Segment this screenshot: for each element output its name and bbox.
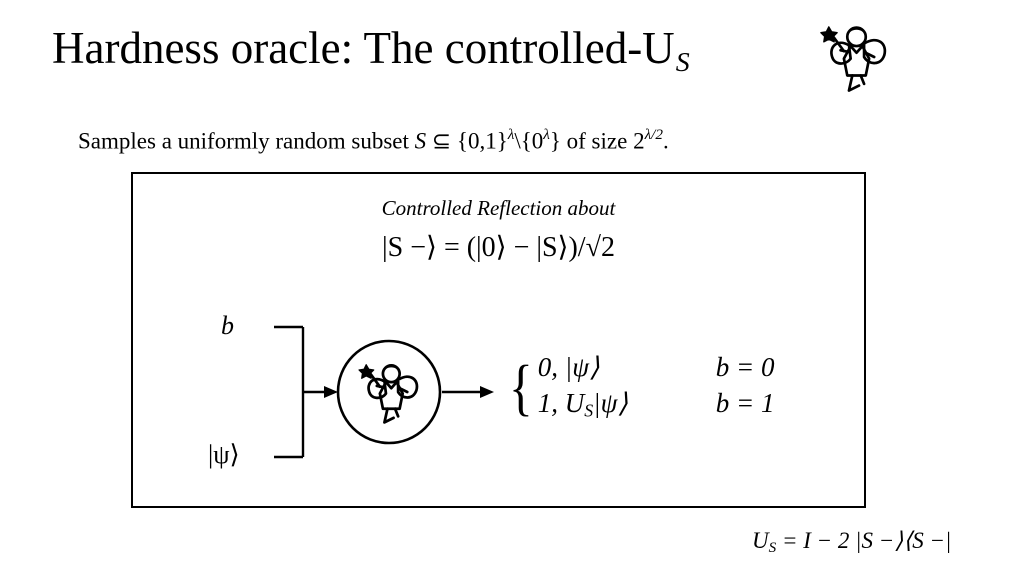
- footer-formula-rest: = I − 2 |S −⟩⟨S −|: [776, 528, 952, 553]
- subtitle-line: Samples a uniformly random subset S ⊆ {0…: [78, 126, 669, 154]
- subtitle-sup-lambda-half: λ/2: [644, 126, 663, 143]
- case-value-prefix: 1, U: [537, 388, 585, 418]
- box-formula: |S −⟩ = (|0⟩ − |S⟩)/√2: [382, 232, 615, 263]
- output-cases: { 0, |ψ⟩ b = 0 1, US|ψ⟩ b = 1: [506, 352, 775, 424]
- page-title-text: Hardness oracle: The controlled-U: [52, 23, 675, 73]
- subtitle-text-5: .: [662, 128, 669, 154]
- case-condition-rest: = 0: [729, 352, 775, 382]
- fairy-icon: [358, 364, 419, 424]
- cases-rows: 0, |ψ⟩ b = 0 1, US|ψ⟩ b = 1: [538, 352, 775, 424]
- subtitle-sup-lambda-2: λ: [543, 126, 550, 143]
- fairy-icon: [820, 26, 887, 92]
- case-value: 0, |ψ⟩: [537, 352, 600, 382]
- subtitle-text-2: ⊆ {0,1}: [426, 128, 508, 154]
- case-condition: b = 0: [716, 352, 775, 383]
- subtitle-var-s: S: [414, 128, 427, 154]
- case-value-suffix: |ψ⟩: [593, 388, 628, 418]
- footer-formula: US = I − 2 |S −⟩⟨S −|: [752, 528, 951, 557]
- subtitle-sup-lambda-1: λ: [507, 126, 515, 143]
- page-title-subscript: S: [675, 46, 690, 78]
- footer-formula-prefix: U: [752, 528, 769, 553]
- case-condition-var: b: [715, 352, 730, 382]
- page-title: Hardness oracle: The controlled-US: [52, 23, 690, 78]
- input-label-b: b: [221, 311, 234, 340]
- case-condition-rest: = 1: [729, 388, 775, 418]
- oracle-diagram-box: Controlled Reflection about |S −⟩ = (|0⟩…: [131, 172, 866, 508]
- subtitle-text-1: Samples a uniformly random subset: [78, 128, 415, 154]
- subtitle-text-4: } of size 2: [549, 128, 645, 154]
- box-caption: Controlled Reflection about: [381, 196, 616, 220]
- case-row: 0, |ψ⟩ b = 0: [538, 352, 775, 388]
- cases-brace: {: [508, 353, 533, 422]
- footer-formula-subscript: S: [768, 538, 777, 556]
- input-label-psi: |ψ⟩: [208, 440, 240, 469]
- case-condition: b = 1: [716, 388, 775, 419]
- subtitle-text-3: \{0: [514, 128, 544, 154]
- case-value: 1, US|ψ⟩: [538, 388, 716, 422]
- case-row: 1, US|ψ⟩ b = 1: [538, 388, 775, 424]
- case-condition-var: b: [715, 388, 730, 418]
- case-value-subscript: S: [584, 400, 594, 421]
